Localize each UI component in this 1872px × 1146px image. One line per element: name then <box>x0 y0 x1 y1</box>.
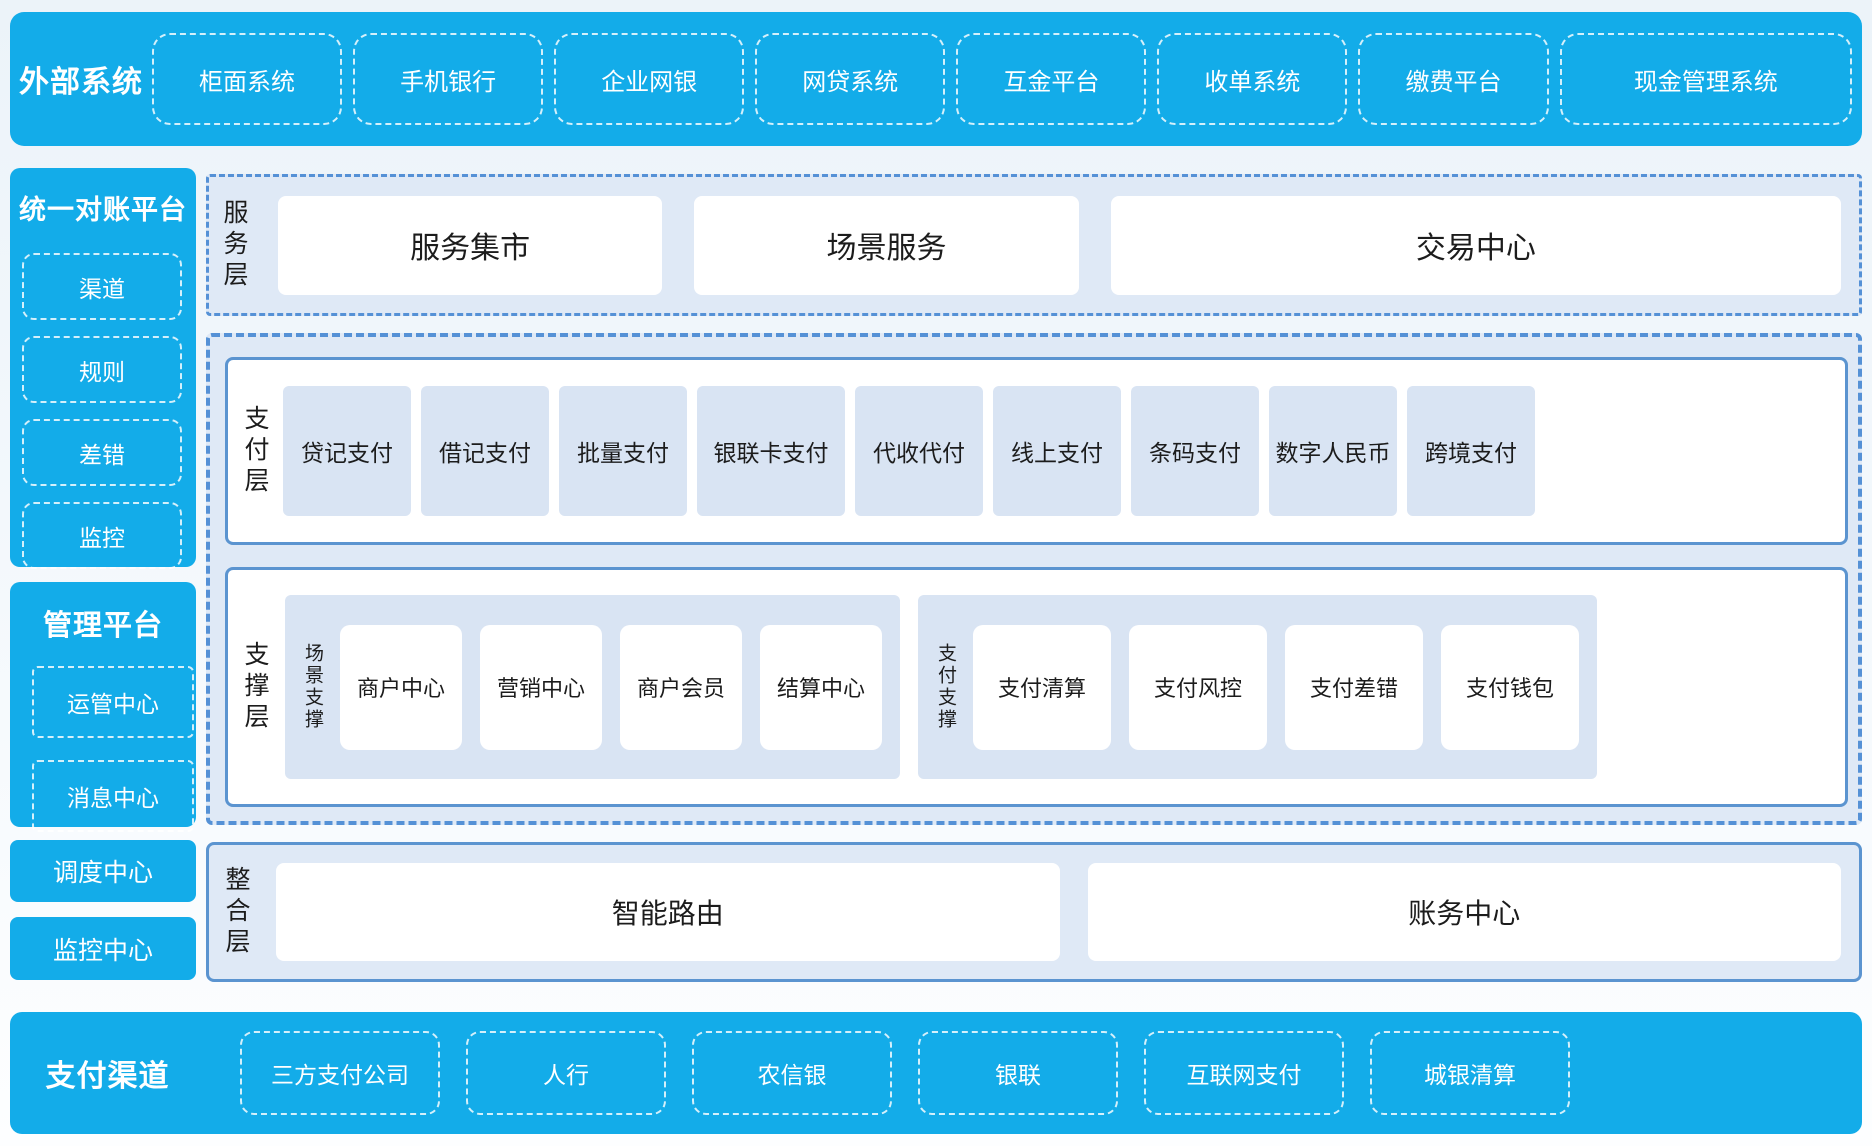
scenario-support-label: 场景支撑 <box>302 643 323 731</box>
support-layer-panel: 支撑层 场景支撑 商户中心 营销中心 商户会员 结算中心 支付支撑 支付清算 支… <box>225 567 1848 807</box>
recon-item-monitoring: 监控 <box>22 502 182 569</box>
support-node-settlement-center: 结算中心 <box>760 624 882 750</box>
reconciliation-platform-title: 统一对账平台 <box>19 195 187 225</box>
external-system-mobile-banking: 手机银行 <box>353 33 544 125</box>
channel-pboc: 人行 <box>466 1031 666 1115</box>
payment-node-barcode: 条码支付 <box>1131 386 1259 516</box>
support-node-merchant-member: 商户会员 <box>620 624 742 750</box>
management-items: 运管中心 消息中心 <box>32 666 194 832</box>
scheduling-center-block: 调度中心 <box>10 840 196 902</box>
channel-unionpay: 银联 <box>918 1031 1118 1115</box>
reconciliation-platform-block: 统一对账平台 渠道 规则 差错 监控 <box>10 168 196 569</box>
support-layer-label: 支撑层 <box>241 640 269 734</box>
external-system-internet-finance: 互金平台 <box>956 33 1147 125</box>
service-layer-panel: 服务层 服务集市 场景服务 交易中心 <box>206 174 1862 316</box>
payment-layer-items: 贷记支付 借记支付 批量支付 银联卡支付 代收代付 线上支付 条码支付 数字人民… <box>283 386 1535 516</box>
mgmt-item-operations-center: 运管中心 <box>32 666 194 738</box>
payment-channels-title: 支付渠道 <box>45 1060 170 1093</box>
integration-layer-label: 整合层 <box>222 865 250 959</box>
payment-support-group: 支付支撑 支付清算 支付风控 支付差错 支付钱包 <box>918 595 1597 779</box>
monitoring-center-block: 监控中心 <box>10 917 196 980</box>
support-node-payment-wallet: 支付钱包 <box>1441 624 1579 750</box>
payment-support-label: 支付支撑 <box>935 643 956 731</box>
payment-layer-panel: 支付层 贷记支付 借记支付 批量支付 银联卡支付 代收代付 线上支付 条码支付 … <box>225 357 1848 545</box>
external-system-online-loan: 网贷系统 <box>755 33 946 125</box>
accounting-center-node: 账务中心 <box>1087 863 1841 961</box>
external-systems-items: 柜面系统 手机银行 企业网银 网贷系统 互金平台 收单系统 缴费平台 现金管理系… <box>152 33 1852 125</box>
payment-node-batch: 批量支付 <box>559 386 687 516</box>
management-platform-block: 管理平台 运管中心 消息中心 <box>10 582 196 832</box>
support-node-merchant-center: 商户中心 <box>340 624 462 750</box>
support-node-payment-clearing: 支付清算 <box>973 624 1111 750</box>
external-system-counter: 柜面系统 <box>152 33 343 125</box>
support-node-payment-discrepancy: 支付差错 <box>1285 624 1423 750</box>
transaction-center-node: 交易中心 <box>1110 195 1841 295</box>
payment-node-unionpay-card: 银联卡支付 <box>697 386 845 516</box>
payment-layer-label: 支付层 <box>241 404 269 498</box>
recon-item-rules: 规则 <box>22 336 182 403</box>
smart-routing-node: 智能路由 <box>276 863 1060 961</box>
reconciliation-items: 渠道 规则 差错 监控 <box>22 253 182 569</box>
payment-node-digital-rmb: 数字人民币 <box>1269 386 1397 516</box>
integration-layer-panel: 整合层 智能路由 账务中心 <box>206 842 1862 982</box>
payment-node-collection: 代收代付 <box>855 386 983 516</box>
channel-city-bank-clearing: 城银清算 <box>1370 1031 1570 1115</box>
external-system-acquiring: 收单系统 <box>1157 33 1348 125</box>
scenario-support-group: 场景支撑 商户中心 营销中心 商户会员 结算中心 <box>285 595 900 779</box>
external-system-corporate-ebank: 企业网银 <box>554 33 745 125</box>
external-systems-bar: 外部系统 柜面系统 手机银行 企业网银 网贷系统 互金平台 收单系统 缴费平台 … <box>10 12 1862 146</box>
channel-internet-payment: 互联网支付 <box>1144 1031 1344 1115</box>
payment-channels-bar: 支付渠道 三方支付公司 人行 农信银 银联 互联网支付 城银清算 <box>10 1012 1862 1134</box>
external-systems-title: 外部系统 <box>19 66 143 99</box>
recon-item-discrepancy: 差错 <box>22 419 182 486</box>
external-system-cash-management: 现金管理系统 <box>1559 33 1852 125</box>
payment-node-debit: 借记支付 <box>421 386 549 516</box>
mgmt-item-message-center: 消息中心 <box>32 760 194 832</box>
service-market-node: 服务集市 <box>278 195 663 295</box>
platform-core-container: 支付层 贷记支付 借记支付 批量支付 银联卡支付 代收代付 线上支付 条码支付 … <box>206 333 1862 825</box>
service-layer-label: 服务层 <box>220 198 248 292</box>
recon-item-channel: 渠道 <box>22 253 182 320</box>
scenario-service-node: 场景服务 <box>694 195 1079 295</box>
channel-rural-credit-bank: 农信银 <box>692 1031 892 1115</box>
payment-channels-items: 三方支付公司 人行 农信银 银联 互联网支付 城银清算 <box>240 1031 1570 1115</box>
management-platform-title: 管理平台 <box>42 610 163 642</box>
channel-third-party-payment: 三方支付公司 <box>240 1031 440 1115</box>
payment-node-cross-border: 跨境支付 <box>1407 386 1535 516</box>
payment-node-credit: 贷记支付 <box>283 386 411 516</box>
support-node-marketing-center: 营销中心 <box>480 624 602 750</box>
external-system-bill-payment: 缴费平台 <box>1358 33 1549 125</box>
payment-node-online: 线上支付 <box>993 386 1121 516</box>
support-node-payment-risk: 支付风控 <box>1129 624 1267 750</box>
